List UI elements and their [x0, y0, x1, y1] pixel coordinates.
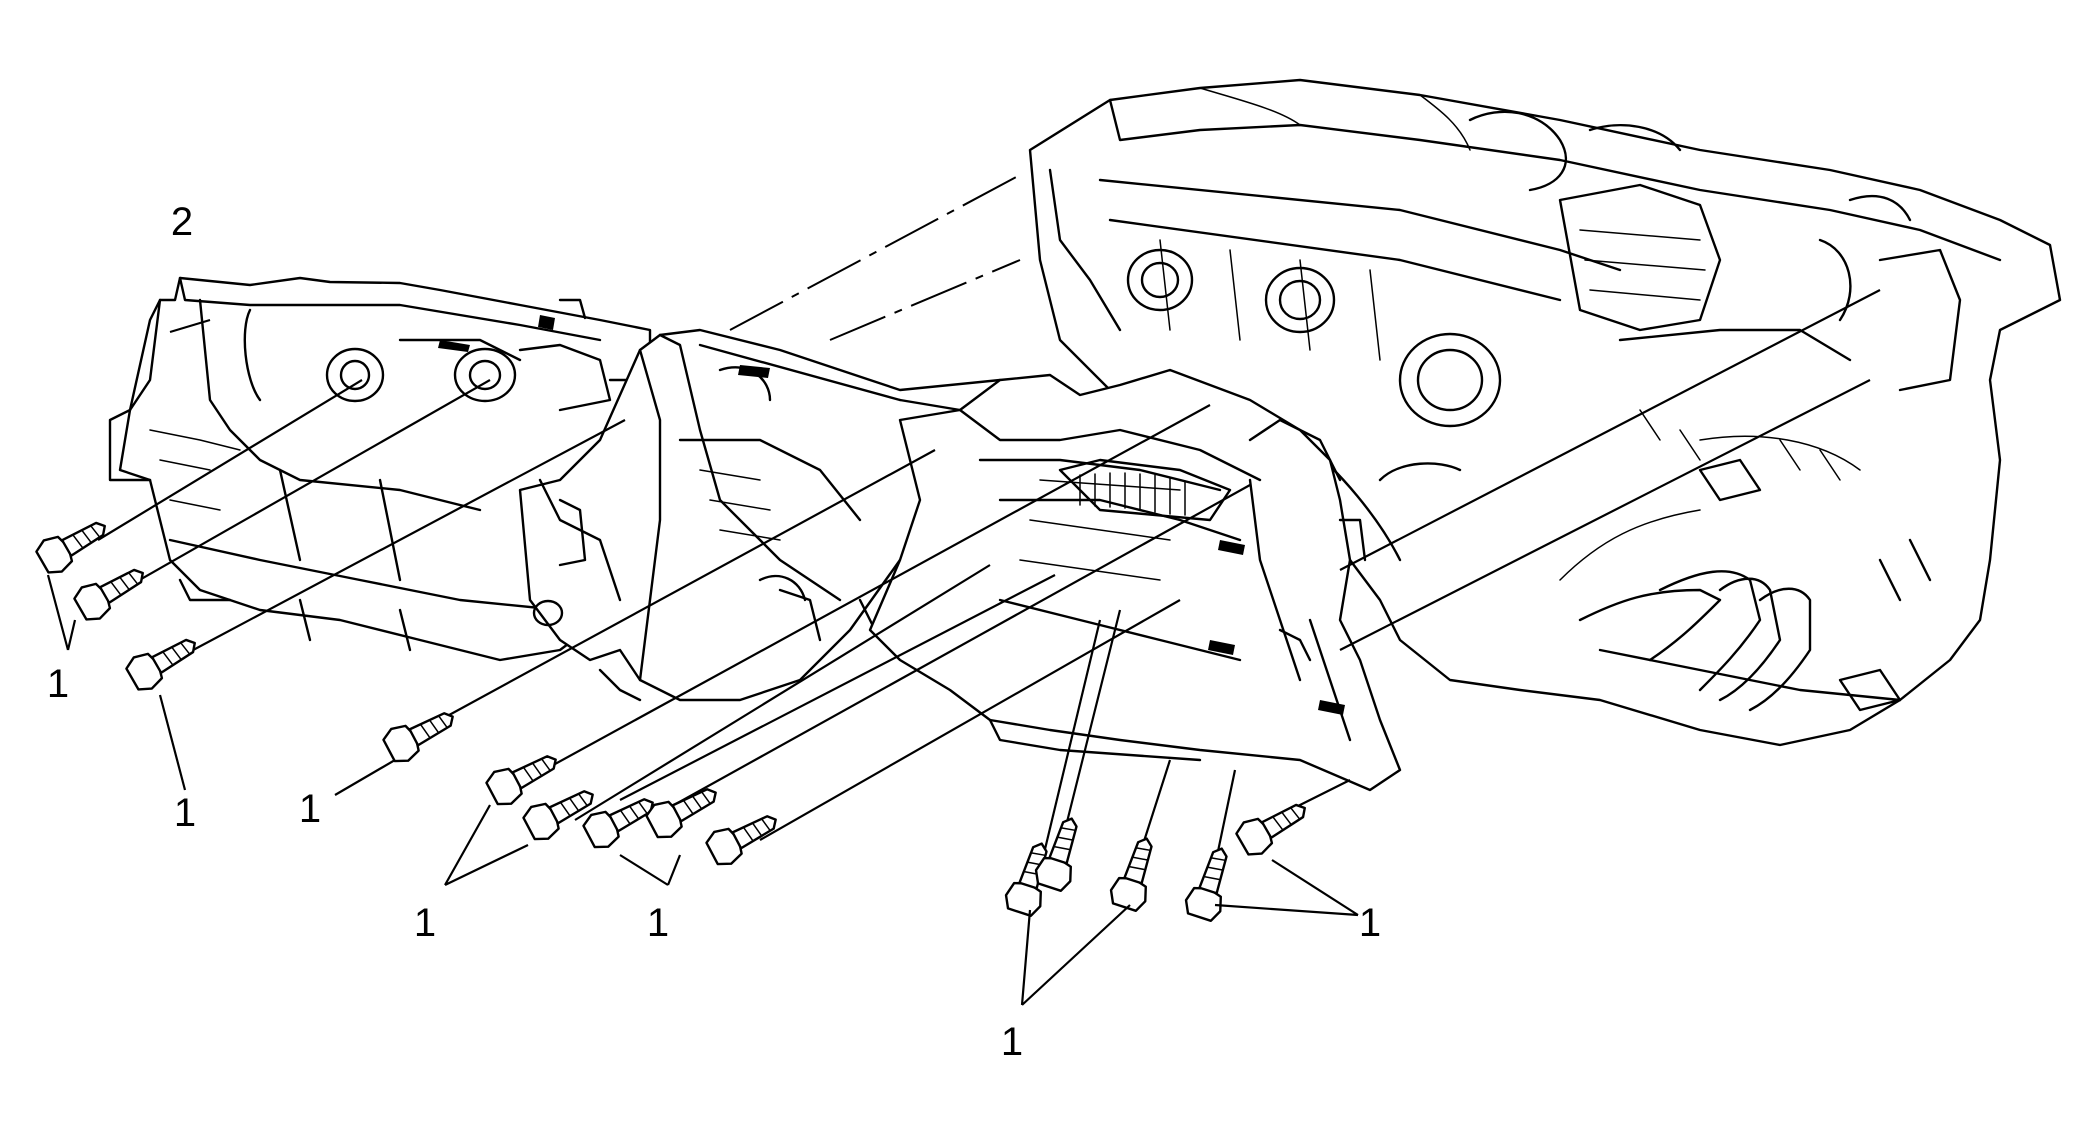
- bolt-g: [582, 798, 654, 849]
- bolt-b: [73, 568, 144, 621]
- callout-1-left-bottom: 1: [174, 791, 196, 835]
- bolt-j: [1004, 842, 1048, 918]
- bolt-d: [382, 712, 454, 763]
- bolt-m: [1184, 847, 1228, 923]
- callout-1-right: 1: [1359, 901, 1381, 945]
- callout-1-center: 1: [414, 901, 436, 945]
- bolt-f: [522, 790, 594, 841]
- callout-1-center-right: 1: [647, 901, 669, 945]
- bolt-a: [35, 521, 106, 574]
- bolt-l: [1109, 837, 1153, 913]
- callout-labels: 1 1 1 1 1 1 1 2: [47, 200, 1381, 1064]
- bolt-i: [705, 815, 777, 866]
- callout-1-center-left: 1: [299, 787, 321, 831]
- bolt-leader-lines: [97, 289, 1881, 881]
- instrument-panel-left-section: [108, 276, 652, 662]
- callout-pointers: [46, 574, 1359, 1006]
- instrument-panel-right-section: [868, 368, 1402, 792]
- callout-2: 2: [171, 200, 193, 244]
- bolt-e: [485, 755, 557, 806]
- bolt-n: [1235, 803, 1306, 856]
- callout-1-bottom: 1: [1001, 1020, 1023, 1064]
- callout-1-left-top: 1: [47, 662, 69, 706]
- bolt-k: [1034, 817, 1078, 893]
- bolt-h: [645, 788, 717, 839]
- bolts: [35, 521, 1306, 923]
- alignment-lines: [729, 174, 1021, 341]
- bolt-c: [125, 638, 196, 691]
